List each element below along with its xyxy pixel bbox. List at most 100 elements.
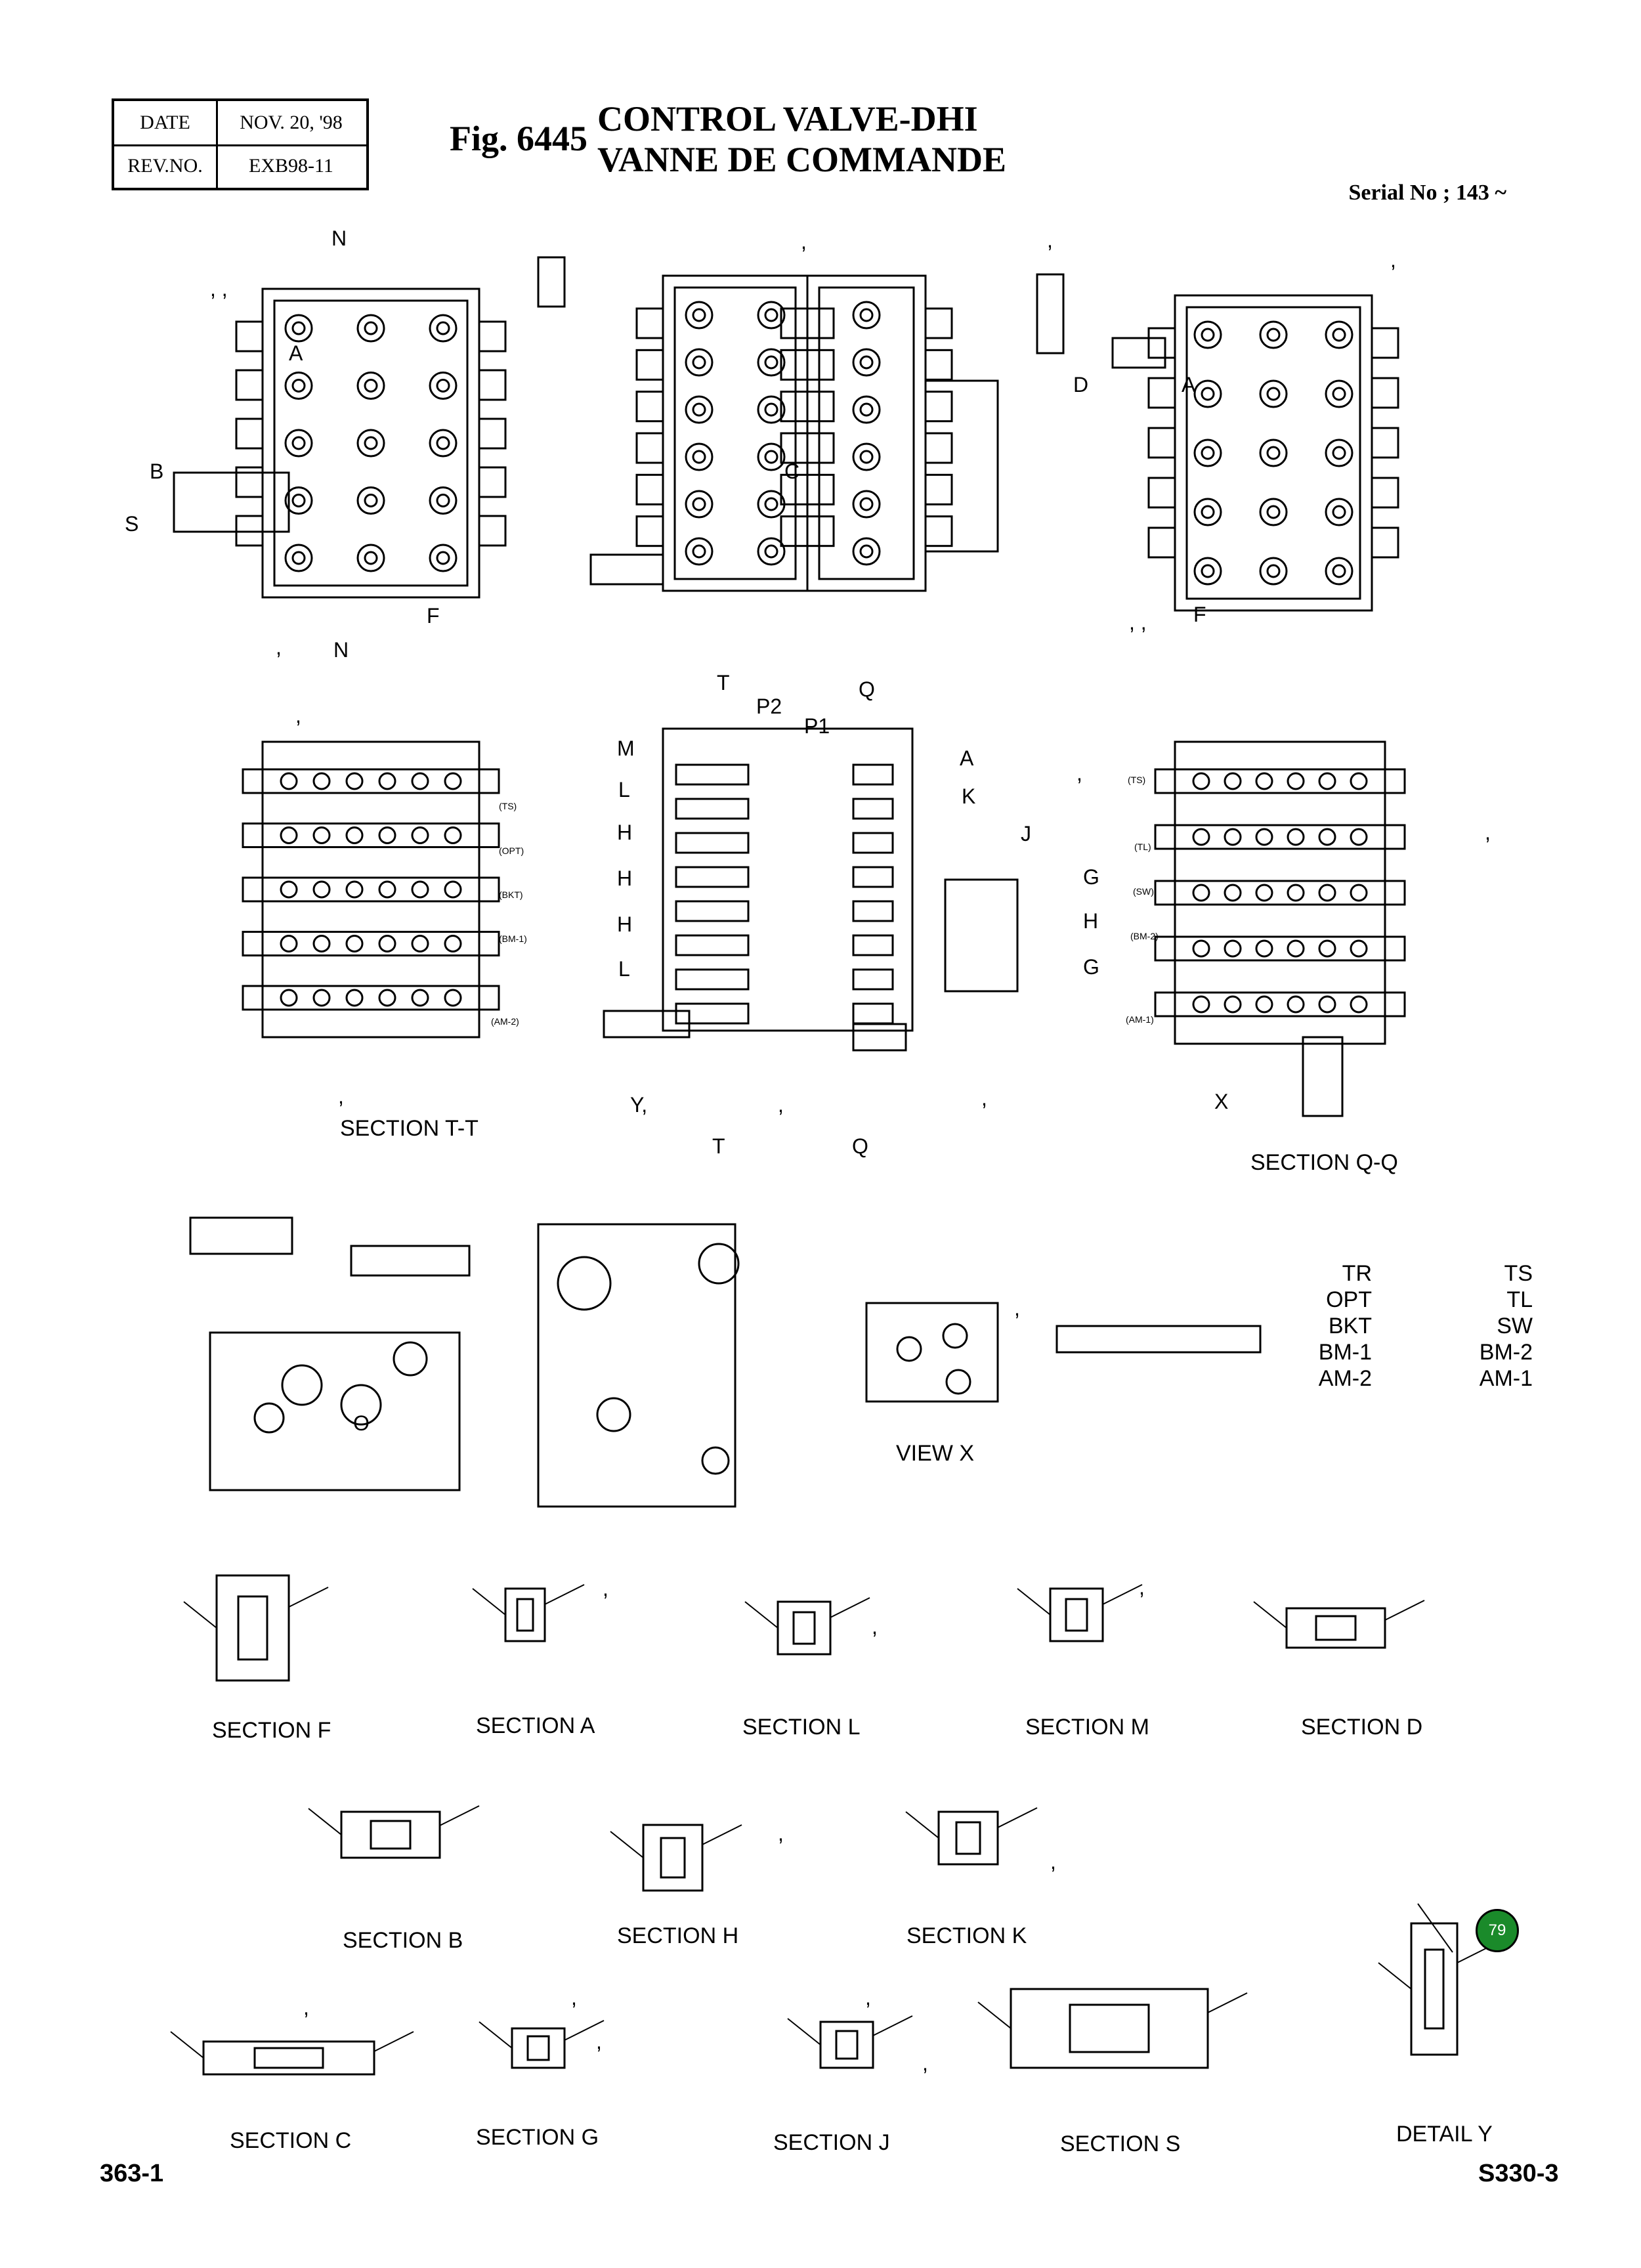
section-title-l: SECTION L (742, 1715, 861, 1740)
port-circle (685, 395, 714, 424)
poppet (526, 2035, 550, 2061)
port-bore (692, 497, 706, 511)
land (411, 880, 429, 899)
poppet (516, 1598, 534, 1632)
drawing-port (701, 1446, 730, 1475)
spool-cap (924, 349, 953, 381)
drawing-port (253, 1402, 285, 1434)
inner-tag-tl: (TL) (1134, 842, 1151, 852)
spool-cap (806, 432, 835, 464)
spool-cap (1371, 526, 1399, 559)
port-bore (436, 321, 450, 335)
port-circle (284, 314, 313, 343)
spool-cap (635, 473, 664, 505)
section-title-k: SECTION K (906, 1923, 1027, 1948)
land (1224, 828, 1242, 846)
port-bore (1201, 446, 1215, 460)
land (1224, 884, 1242, 902)
section-letter-a: A (960, 746, 974, 770)
land (1287, 884, 1305, 902)
port-bore (291, 494, 306, 507)
spool-cap (1147, 427, 1176, 459)
land (312, 880, 331, 899)
passage (852, 832, 894, 854)
leader-line (183, 1601, 217, 1629)
spool-cap (806, 307, 835, 339)
spool (1154, 880, 1406, 906)
spool-cap (635, 432, 664, 464)
port-bore (364, 551, 378, 565)
spool-assembly (1055, 1325, 1262, 1354)
spool-cap (635, 391, 664, 423)
port-bore (291, 436, 306, 450)
section-letter-o: O (353, 1411, 370, 1435)
passage (852, 934, 894, 956)
land (1350, 884, 1368, 902)
land (1224, 995, 1242, 1014)
spool-cap (780, 391, 809, 423)
leader-line (872, 2015, 913, 2036)
port-circle (757, 537, 786, 566)
section-letter-n-top: N (331, 226, 347, 250)
port-bore (692, 355, 706, 370)
land (411, 935, 429, 952)
port-circle (1193, 379, 1222, 408)
port-circle (757, 348, 786, 377)
spool-tag: TS (1504, 1261, 1533, 1286)
leader-line (787, 2018, 821, 2045)
valve-body-outline (1174, 294, 1373, 612)
port-bore (764, 544, 778, 559)
port-circle (1325, 320, 1353, 349)
poppet (1424, 1948, 1445, 2030)
port-circle (685, 537, 714, 566)
spool-cap (478, 417, 507, 450)
port-bore (859, 544, 874, 559)
spool-tag-list-left: TR OPT BKT BM-1 AM-2 (1310, 1260, 1372, 1392)
callout-badge[interactable]: 79 (1476, 1909, 1519, 1952)
inner-tag-bm2: (BM-2) (1130, 931, 1159, 941)
leader-line (1017, 1588, 1051, 1615)
section-letter-g: G (1083, 955, 1099, 979)
land (280, 880, 298, 899)
leader-line (1102, 1584, 1143, 1605)
drawing-port (596, 1397, 631, 1432)
section-outline (777, 1600, 832, 1656)
cartridge (189, 1216, 293, 1255)
land (280, 772, 298, 790)
section-letter-c: C (784, 460, 800, 483)
port-circle (1325, 557, 1353, 586)
land (1224, 772, 1242, 790)
spool-cap (924, 515, 953, 547)
passage (852, 900, 894, 922)
port-bore (1332, 505, 1346, 519)
land (1255, 828, 1273, 846)
land (312, 772, 331, 790)
land (1318, 884, 1336, 902)
port-circle (429, 314, 458, 343)
leader-line (1207, 1992, 1248, 2013)
port-bore (291, 321, 306, 335)
land (444, 826, 462, 844)
valve-body-inner (1185, 306, 1361, 600)
section-letter-f-left: F (427, 604, 440, 628)
detail-y-title: DETAIL Y (1396, 2122, 1493, 2147)
leader-line (373, 2031, 414, 2052)
port-bore (436, 379, 450, 393)
port-circle (685, 442, 714, 471)
leader-line (744, 1601, 778, 1629)
section-letter-h: H (617, 821, 633, 844)
spool-cap (635, 307, 664, 339)
land (411, 772, 429, 790)
port-bore (1266, 328, 1281, 342)
land (1350, 828, 1368, 846)
relief-cartridge (1302, 1036, 1344, 1117)
port-bore (692, 544, 706, 559)
land (1192, 939, 1210, 958)
comma: , (1050, 1850, 1056, 1873)
port-circle (1259, 379, 1288, 408)
port-circle (685, 490, 714, 519)
spool-cap (806, 349, 835, 381)
section-letter-a-left: A (289, 341, 303, 365)
